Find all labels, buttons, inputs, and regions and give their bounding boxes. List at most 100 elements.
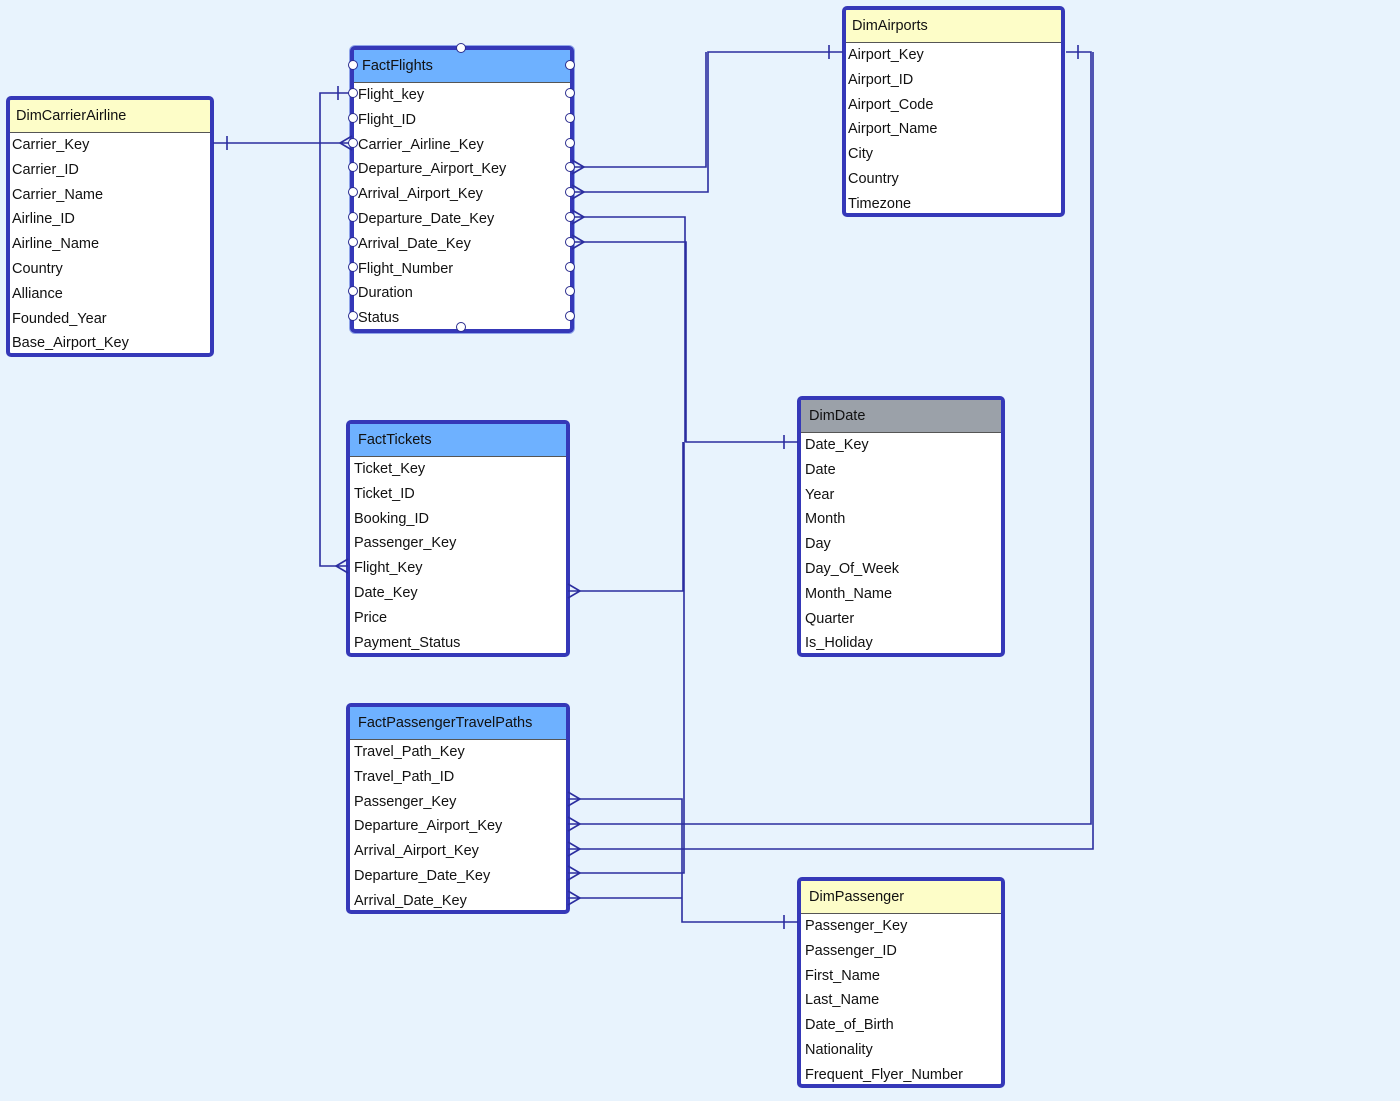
column-row[interactable]: Flight_ID	[358, 111, 417, 128]
column-row[interactable]: Airport_Name	[848, 121, 938, 138]
column-row[interactable]: Flight_Number	[358, 260, 454, 277]
column-row[interactable]: Year	[805, 486, 835, 503]
table-dim-carrier-airline[interactable]: DimCarrierAirline Carrier_Key Carrier_ID…	[6, 96, 214, 357]
column-row[interactable]: Carrier_ID	[12, 161, 79, 178]
relationship-tickets-date[interactable]	[567, 442, 684, 599]
column-row[interactable]: Country	[848, 170, 899, 187]
column-row[interactable]: Date_of_Birth	[805, 1017, 894, 1034]
column-row[interactable]: Alliance	[12, 285, 63, 302]
column-row[interactable]: Airport_ID	[848, 71, 914, 88]
column-row[interactable]: Date	[805, 461, 836, 478]
table-header: FactFlights	[354, 50, 570, 83]
column-row[interactable]: Carrier_Name	[12, 186, 104, 203]
table-fact-tickets[interactable]: FactTickets Ticket_Key Ticket_ID Booking…	[346, 420, 570, 657]
column-row[interactable]: Price	[354, 609, 388, 626]
column-row[interactable]: Arrival_Date_Key	[358, 235, 471, 252]
connection-handle-left[interactable]	[348, 212, 358, 222]
relationship-flights-date[interactable]	[571, 209, 798, 449]
column-list: Carrier_Key Carrier_ID Carrier_Name Airl…	[10, 133, 210, 353]
column-row[interactable]: First_Name	[805, 967, 880, 984]
column-row[interactable]: Booking_ID	[354, 510, 429, 527]
column-row[interactable]: Carrier_Key	[12, 137, 90, 153]
column-row[interactable]: Is_Holiday	[805, 635, 873, 652]
column-row[interactable]: Arrival_Date_Key	[354, 892, 467, 909]
connection-handle-right[interactable]	[565, 113, 575, 123]
connection-handle-left[interactable]	[348, 262, 358, 272]
connection-handle-right[interactable]	[565, 212, 575, 222]
column-row[interactable]: Last_Name	[805, 992, 880, 1009]
connection-handle-left[interactable]	[348, 113, 358, 123]
connection-handle-right[interactable]	[565, 262, 575, 272]
column-row[interactable]: Passenger_Key	[354, 535, 457, 552]
column-row[interactable]: Arrival_Airport_Key	[358, 186, 483, 203]
connection-handle-right[interactable]	[565, 311, 575, 321]
connection-handle-left[interactable]	[348, 286, 358, 296]
table-dim-date[interactable]: DimDate Date_Key Date Year Month Day Day…	[797, 396, 1005, 657]
table-header: DimDate	[801, 400, 1001, 433]
column-row[interactable]: Departure_Airport_Key	[358, 161, 507, 178]
column-row[interactable]: Date_Key	[354, 584, 418, 601]
resize-handle-bottom[interactable]	[456, 322, 466, 332]
connection-handle-left[interactable]	[348, 88, 358, 98]
column-row[interactable]: Passenger_Key	[354, 793, 457, 810]
connection-handle-right[interactable]	[565, 286, 575, 296]
column-row[interactable]: City	[848, 146, 873, 163]
column-row[interactable]: Country	[12, 260, 63, 277]
column-row[interactable]: Airline_ID	[12, 211, 75, 228]
column-row[interactable]: Founded_Year	[12, 310, 107, 327]
column-row[interactable]: Quarter	[805, 610, 855, 627]
column-list: Date_Key Date Year Month Day Day_Of_Week…	[801, 433, 1001, 653]
connection-handle-left[interactable]	[348, 60, 358, 70]
column-row[interactable]: Airline_Name	[12, 236, 100, 253]
column-row[interactable]: Status	[358, 310, 400, 327]
column-row[interactable]: Nationality	[805, 1041, 873, 1058]
column-row[interactable]: Timezone	[848, 195, 912, 212]
column-row[interactable]: Airport_Key	[848, 47, 924, 63]
connection-handle-right[interactable]	[565, 187, 575, 197]
relationship-flights-airports[interactable]	[571, 45, 843, 200]
connection-handle-right[interactable]	[565, 60, 575, 70]
connection-handle-right[interactable]	[565, 88, 575, 98]
column-row[interactable]: Departure_Date_Key	[358, 210, 495, 227]
column-row[interactable]: Ticket_ID	[354, 485, 415, 502]
column-row[interactable]: Payment_Status	[354, 634, 461, 651]
column-list: Flight_key Flight_ID Carrier_Airline_Key…	[354, 83, 570, 329]
column-row[interactable]: Month	[805, 511, 846, 528]
connection-handle-right[interactable]	[565, 138, 575, 148]
column-row[interactable]: Frequent_Flyer_Number	[805, 1066, 963, 1083]
table-header: FactTickets	[350, 424, 566, 457]
column-row[interactable]: Travel_Path_Key	[354, 744, 465, 760]
relationship-carrier-flights[interactable]	[213, 135, 353, 151]
column-row[interactable]: Ticket_Key	[354, 461, 426, 477]
column-row[interactable]: Duration	[358, 285, 413, 302]
column-row[interactable]: Flight_key	[358, 87, 425, 103]
connection-handle-left[interactable]	[348, 187, 358, 197]
connection-handle-right[interactable]	[565, 162, 575, 172]
table-fact-passenger-travel-paths[interactable]: FactPassengerTravelPaths Travel_Path_Key…	[346, 703, 570, 914]
column-row[interactable]: Flight_Key	[354, 560, 423, 577]
column-row[interactable]: Month_Name	[805, 585, 893, 602]
column-row[interactable]: Day_Of_Week	[805, 560, 900, 577]
connection-handle-left[interactable]	[348, 237, 358, 247]
column-row[interactable]: Airport_Code	[848, 96, 934, 113]
connection-handle-right[interactable]	[565, 237, 575, 247]
column-row[interactable]: Travel_Path_ID	[354, 768, 455, 785]
column-row[interactable]: Departure_Airport_Key	[354, 818, 503, 835]
column-row[interactable]: Arrival_Airport_Key	[354, 843, 479, 860]
column-row[interactable]: Day	[805, 536, 831, 553]
column-row[interactable]: Passenger_ID	[805, 942, 897, 959]
connection-handle-left[interactable]	[348, 311, 358, 321]
column-row[interactable]: Departure_Date_Key	[354, 867, 491, 884]
resize-handle-top[interactable]	[456, 43, 466, 53]
column-row[interactable]: Passenger_Key	[805, 918, 908, 934]
connection-handle-left[interactable]	[348, 138, 358, 148]
table-dim-airports[interactable]: DimAirports Airport_Key Airport_ID Airpo…	[842, 6, 1065, 217]
column-row[interactable]: Carrier_Airline_Key	[358, 136, 484, 153]
column-row[interactable]: Date_Key	[805, 437, 869, 453]
table-fact-flights[interactable]: FactFlights Flight_key Flight_ID Carrier…	[350, 46, 574, 333]
column-row[interactable]: Base_Airport_Key	[12, 335, 129, 352]
column-list: Travel_Path_Key Travel_Path_ID Passenger…	[350, 740, 566, 910]
connection-handle-left[interactable]	[348, 162, 358, 172]
table-dim-passenger[interactable]: DimPassenger Passenger_Key Passenger_ID …	[797, 877, 1005, 1088]
